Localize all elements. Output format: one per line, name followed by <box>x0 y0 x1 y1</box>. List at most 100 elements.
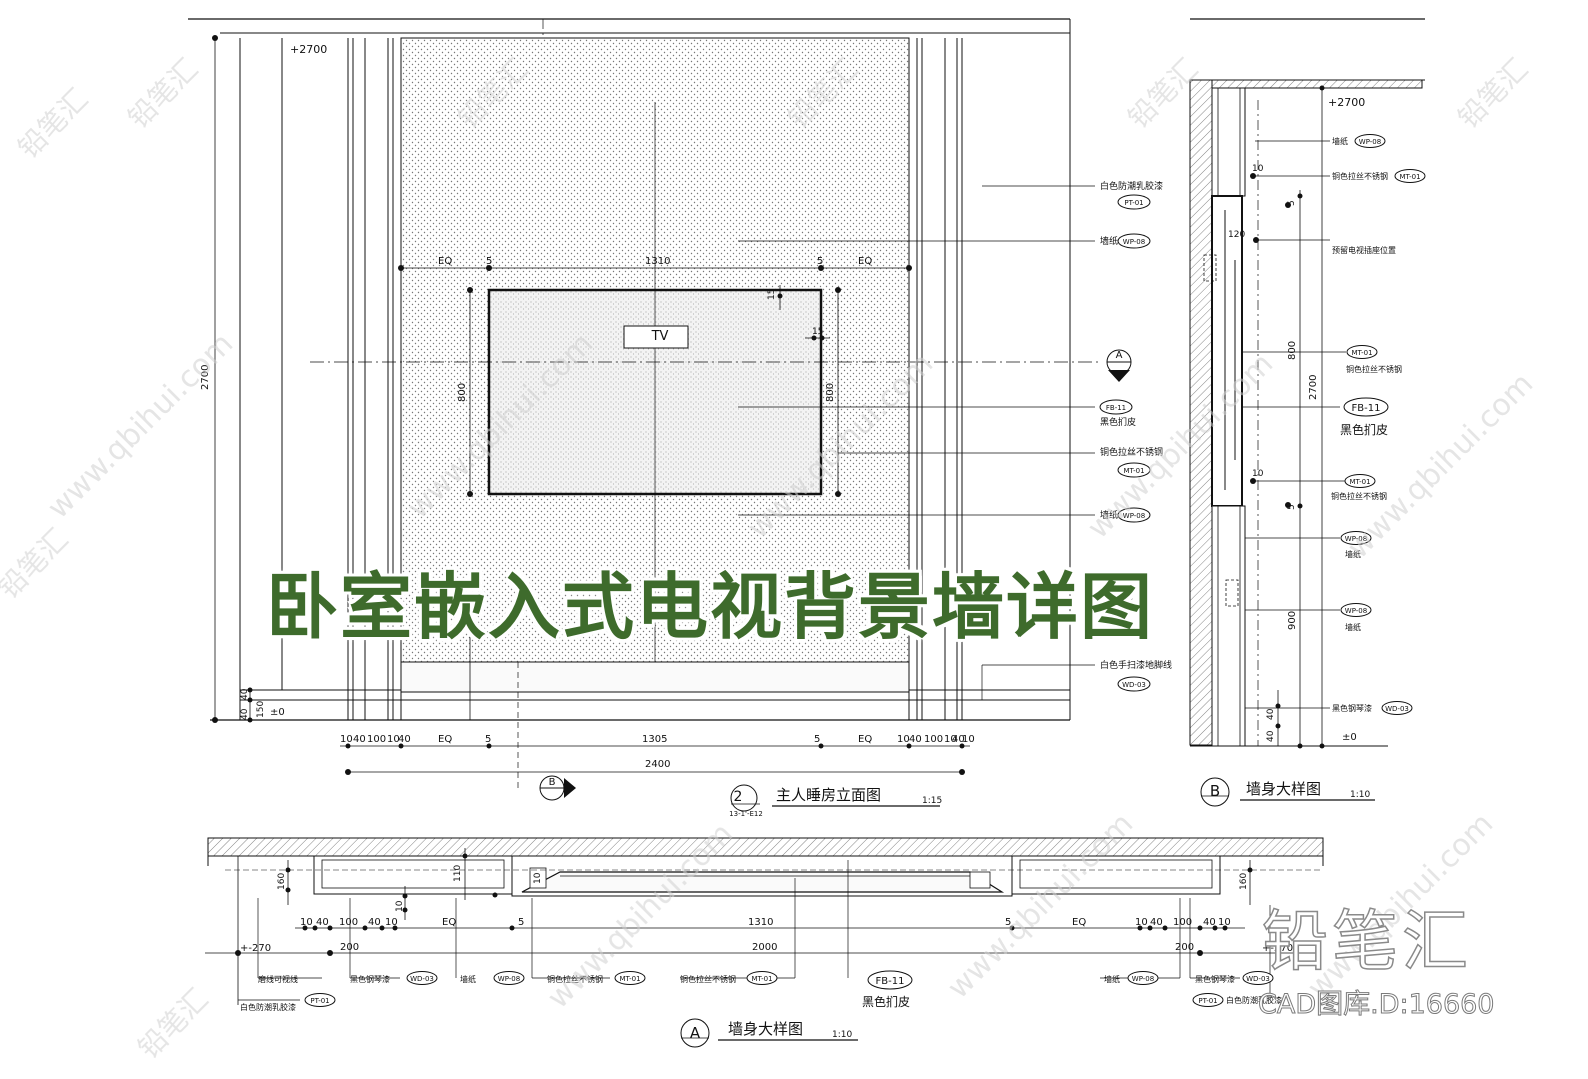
detail-b-dim-6: 900 <box>1287 611 1298 630</box>
watermark-url-5: www.qbihui.com <box>1341 366 1540 565</box>
tag-0-code: PT-01 <box>1124 199 1143 207</box>
a-dim-3: 40 <box>368 917 381 928</box>
a-dim-13: 40 <box>1203 917 1216 928</box>
main-title: 卧室嵌入式电视背景墙详图 <box>265 565 1154 649</box>
dim-bottom-15: 10 <box>962 734 975 745</box>
detail-b-height: 2700 <box>1308 375 1319 400</box>
detail-b-title: 墙身大样图 <box>1246 780 1321 798</box>
detail-b-labels: +2700 2700 10 5 120 800 10 5 900 40 40 ±… <box>1210 96 1426 800</box>
tag-5-text: 钢 <box>1124 590 1133 602</box>
a-tag-2-code: WP-08 <box>498 975 520 983</box>
detail-b-dim-1: 5 <box>1287 200 1297 206</box>
watermark-mark-8: 铅笔汇 <box>132 982 215 1065</box>
dim-top-2: 1310 <box>645 256 670 267</box>
dim-150: 150 <box>256 701 266 718</box>
a-tag-9-code: PT-01 <box>1198 997 1217 1005</box>
tag-6-text: 白色手扫漆地脚线 <box>1100 659 1172 671</box>
a-dim2-0: 200 <box>340 942 359 953</box>
detail-b-scale: 1:10 <box>1350 790 1370 800</box>
a-dim-9: EQ <box>1072 917 1086 928</box>
section-b-marker: B <box>549 777 556 788</box>
a-dim2-1: 2000 <box>752 942 777 953</box>
elevation-scale: 1:15 <box>922 796 942 806</box>
section-a-marker: A <box>1116 350 1123 361</box>
b-tag-6-text: 墙纸 <box>1345 549 1361 559</box>
a-tag-1-text: 黑色钢琴漆 <box>350 974 390 984</box>
watermark-url-4: www.qbihui.com <box>1081 346 1280 545</box>
dim-bottom-6: 5 <box>485 734 491 745</box>
a-dim-2: 100 <box>339 917 358 928</box>
top-level-label: +2700 <box>290 43 327 56</box>
a-tag-3-text: 铜色拉丝不锈钢 <box>547 974 603 984</box>
b-tag-1-text: 铜色拉丝不锈钢 <box>1332 171 1388 181</box>
a-tag-7-code: WD-03 <box>1246 975 1270 983</box>
b-tag-3-code: MT-01 <box>1351 349 1372 357</box>
dim-bottom-4: 40 <box>398 734 411 745</box>
tag-2-code: FB-11 <box>1106 404 1126 412</box>
elev-ref: 13-1'-E12 <box>729 810 763 818</box>
tag-6-code: WD-03 <box>1122 681 1146 689</box>
a-tag-1-code: WD-03 <box>410 975 434 983</box>
a-dim-0: 10 <box>300 917 313 928</box>
a-tag-8-text: 白色防潮乳胶漆 <box>240 1002 296 1012</box>
tv-height-left: 800 <box>457 383 468 402</box>
detail-b-marker: B <box>1210 782 1220 800</box>
elevation-labels: +2700 2700 TV EQ 5 1310 5 EQ 800 800 15 … <box>200 43 1123 818</box>
dim-top-4: EQ <box>858 256 872 267</box>
zero-level: ±0 <box>270 707 285 718</box>
a-dim-11: 40 <box>1150 917 1163 928</box>
a-tag-6-code: WP-08 <box>1132 975 1154 983</box>
a-dim-14: 10 <box>1218 917 1231 928</box>
b-tag-4-code: FB-11 <box>1352 403 1381 414</box>
dim-15-b: 15 <box>812 327 823 337</box>
dim-bottom-8: 5 <box>814 734 820 745</box>
b-tag-5-code: MT-01 <box>1349 478 1370 486</box>
dim-bottom-2: 100 <box>367 734 386 745</box>
elev-num: 2 <box>734 789 743 805</box>
dim-bottom-14: 40 <box>952 734 965 745</box>
detail-b-dim-5: 5 <box>1287 504 1297 510</box>
dim-bottom-5: EQ <box>438 734 452 745</box>
height-dim: 2700 <box>200 365 211 390</box>
a-vdim-4: 160 <box>1239 873 1249 890</box>
elevation-tags: 白色防潮乳胶漆 PT-01 墙纸 WP-08 FB-11 黑色扪皮 铜色拉丝不锈… <box>1099 180 1172 692</box>
detail-a-scale: 1:10 <box>832 1030 852 1040</box>
detail-b-top-level: +2700 <box>1328 96 1365 109</box>
a-dim-6: 5 <box>518 917 524 928</box>
a-dim-4: 10 <box>385 917 398 928</box>
detail-a-marker: A <box>690 1024 701 1042</box>
a-dim-1: 40 <box>316 917 329 928</box>
tv-height-right: 800 <box>825 383 836 402</box>
a-tag-7-text: 黑色钢琴漆 <box>1195 974 1235 984</box>
detail-b-zero: ±0 <box>1342 732 1357 743</box>
b-tag-0-text: 墙纸 <box>1332 136 1348 146</box>
a-dim2-2: 200 <box>1175 942 1194 953</box>
tv-label: TV <box>651 329 669 344</box>
a-vdim-1: 110 <box>453 865 463 882</box>
detail-b-dim-7: 40 <box>1266 708 1276 720</box>
watermark-mark-7: 铅笔汇 <box>0 522 74 605</box>
a-tag-9-text: 白色防潮乳胶漆 <box>1226 995 1282 1005</box>
a-vdim-3: 10 <box>395 900 405 912</box>
detail-b-drawing <box>1189 18 1425 807</box>
brand-logo: 铅笔汇 <box>1261 902 1472 981</box>
watermark-mark-1: 铅笔汇 <box>12 82 95 165</box>
detail-b-dim-8: 40 <box>1266 730 1276 742</box>
dim-top-3: 5 <box>817 256 823 267</box>
tag-3-code: MT-01 <box>1123 467 1144 475</box>
detail-b-dim-2: 120 <box>1228 230 1245 240</box>
detail-b-dim-3: 800 <box>1287 341 1298 360</box>
tag-0-text: 白色防潮乳胶漆 <box>1100 180 1163 192</box>
detail-a-drawing <box>205 837 1324 1048</box>
a-dim-8: 5 <box>1005 917 1011 928</box>
a-vdim-2: 10 <box>533 872 543 884</box>
b-tag-5-text: 铜色拉丝不锈钢 <box>1331 491 1387 501</box>
detail-a-title: 墙身大样图 <box>728 1020 803 1038</box>
a-tag-5-text: 黑色扪皮 <box>862 994 910 1009</box>
dim-bottom-10: 10 <box>897 734 910 745</box>
a-tag-0-text: 磨线可视线 <box>258 974 298 984</box>
a-tag-4-code: MT-01 <box>751 975 772 983</box>
dim-low: 20 <box>459 598 469 610</box>
dim-40-b: 40 <box>240 708 250 720</box>
